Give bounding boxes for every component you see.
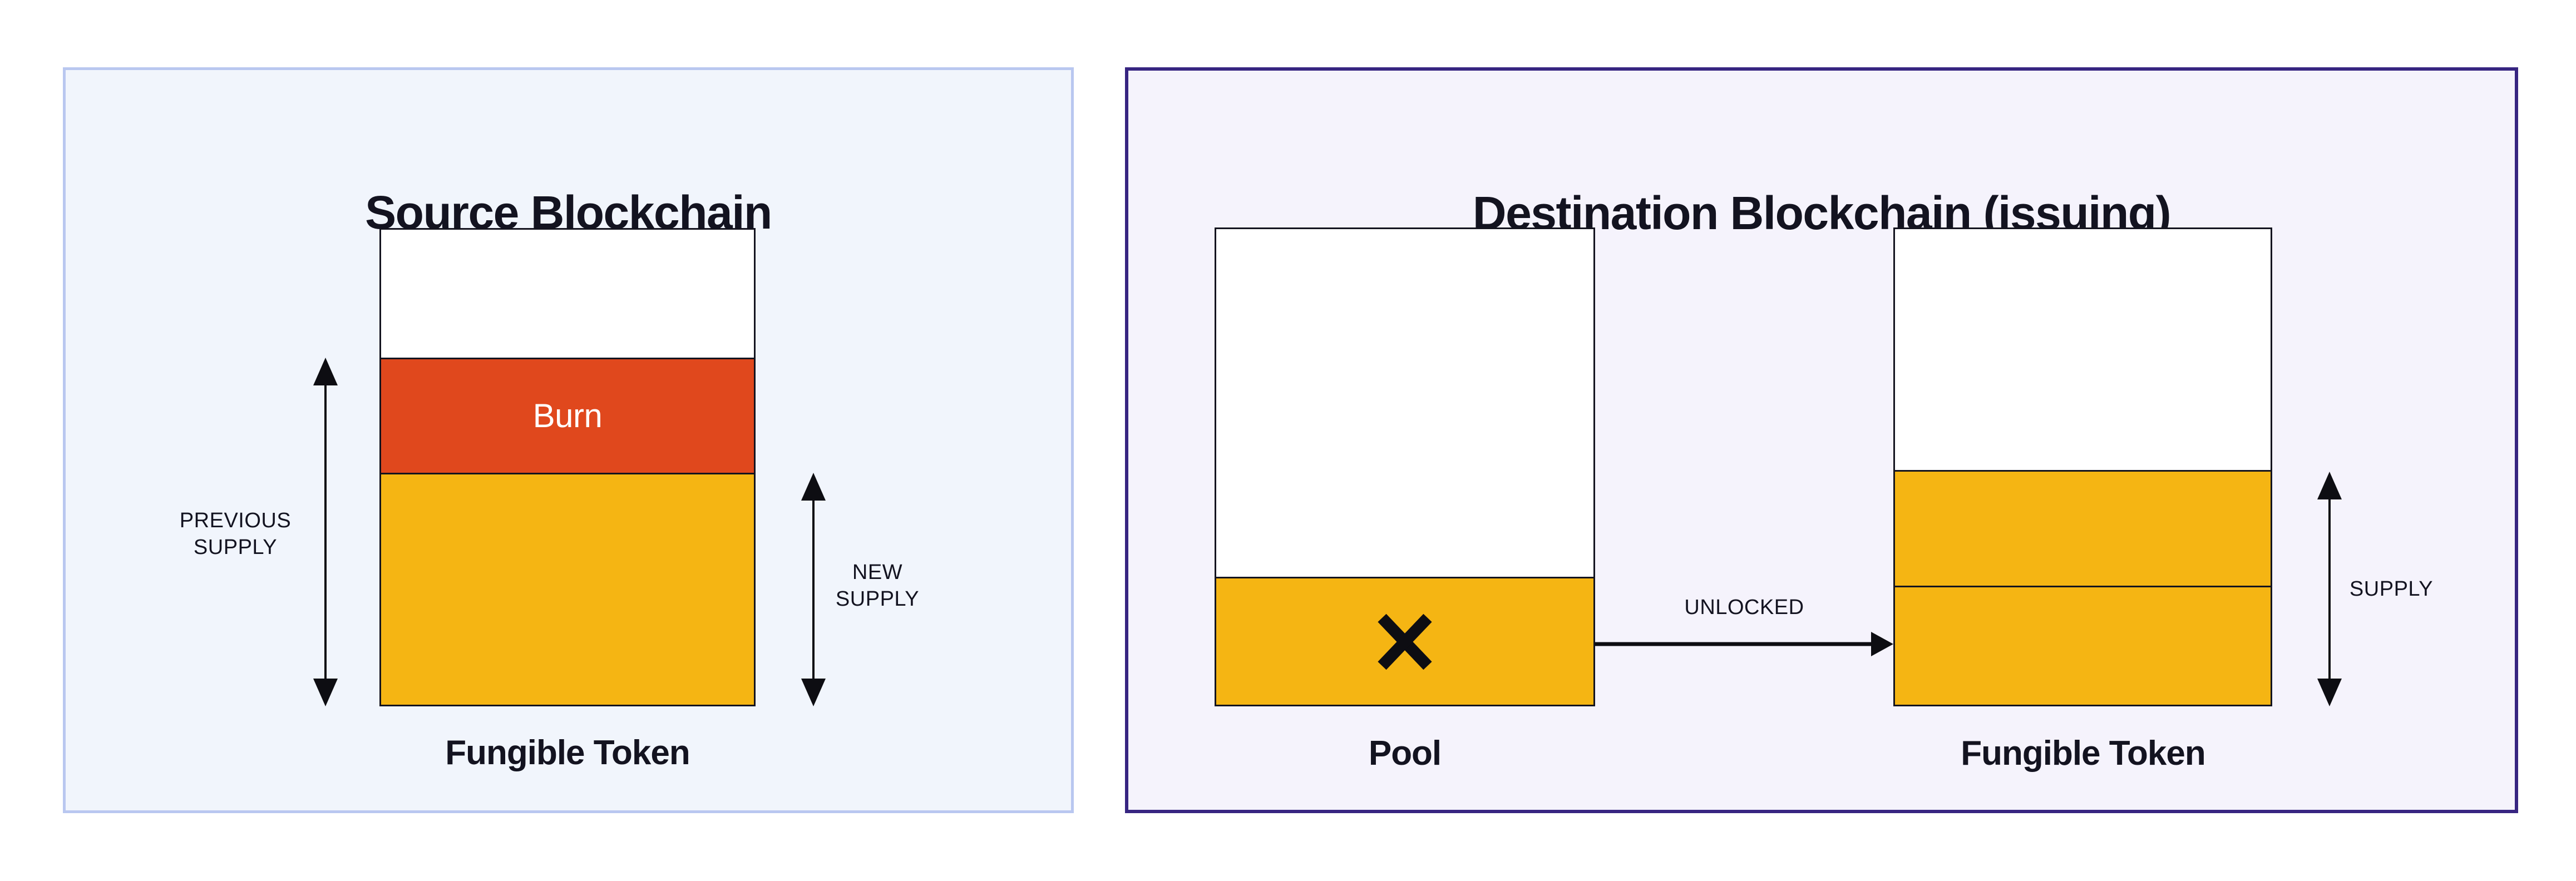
arrow-up-icon: [2317, 472, 2342, 499]
source-bar-supply-segment: [381, 473, 754, 705]
arrow-down-icon: [801, 679, 826, 706]
pool-bar-locked-segment: [1216, 577, 1593, 705]
pool-bar: [1215, 227, 1595, 706]
destination-bar-empty-segment: [1895, 229, 2271, 470]
arrow-up-icon: [801, 473, 826, 501]
pool-bar-empty-segment: [1216, 229, 1593, 577]
arrow-down-icon: [2317, 679, 2342, 706]
destination-token-bar-label: Fungible Token: [1961, 734, 2205, 773]
pool-bar-label: Pool: [1368, 734, 1442, 773]
source-blockchain-panel: Source Blockchain Burn PREVIOUS SUPPLY N…: [63, 67, 1074, 813]
previous-supply-label: PREVIOUS SUPPLY: [179, 509, 292, 559]
source-bar-empty-segment: [381, 230, 754, 358]
supply-arrow: [2317, 472, 2342, 706]
destination-bar-minted-segment: [1895, 470, 2271, 586]
source-token-bar-label: Fungible Token: [445, 734, 690, 772]
arrow-right-icon: [1871, 632, 1893, 656]
x-mark-icon: [1374, 611, 1435, 673]
unlocked-label: UNLOCKED: [1684, 596, 1804, 619]
supply-label: SUPPLY: [2349, 577, 2434, 601]
destination-token-bar: [1893, 227, 2272, 706]
new-supply-label: NEW SUPPLY: [835, 561, 920, 611]
burn-label: Burn: [532, 397, 603, 434]
unlocked-arrow: [1595, 632, 1893, 656]
destination-blockchain-panel: Destination Blockchain (issuing) Pool UN…: [1125, 67, 2518, 813]
arrow-up-icon: [313, 358, 338, 385]
destination-bar-unlocked-segment: [1895, 586, 2271, 705]
previous-supply-arrow: [313, 358, 338, 706]
arrow-down-icon: [313, 679, 338, 706]
source-bar-burn-segment: Burn: [381, 358, 754, 473]
new-supply-arrow: [801, 473, 826, 706]
source-token-bar: Burn: [379, 228, 756, 706]
